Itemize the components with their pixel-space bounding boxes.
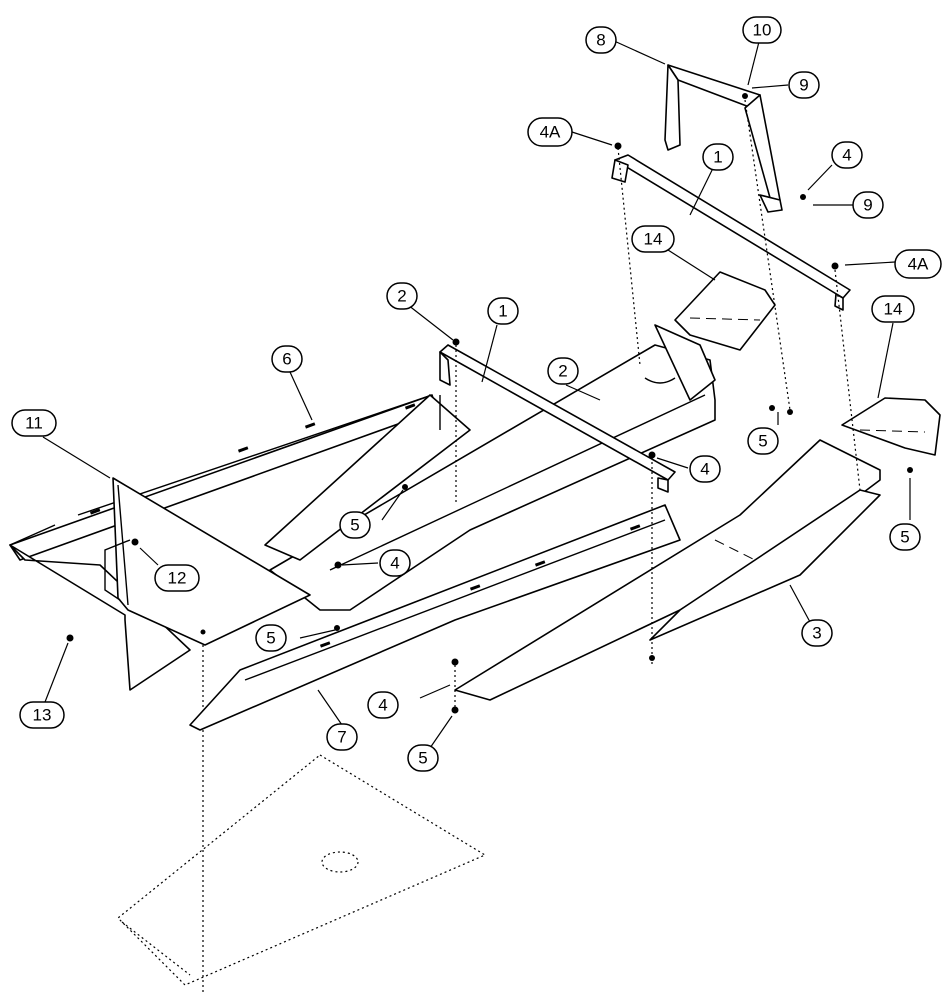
callout-1-rear: 1 <box>702 143 734 171</box>
callout-3: 3 <box>801 619 833 647</box>
part-1-rear-angle <box>611 154 851 311</box>
callout-label: 9 <box>863 196 872 215</box>
callout-4A-left: 4A <box>527 117 573 147</box>
callout-4-front-left: 2 <box>386 282 418 310</box>
callout-label: 1 <box>498 302 507 321</box>
callout-14-upper: 14 <box>631 225 675 253</box>
callout-label: 12 <box>168 569 187 588</box>
callout-13: 13 <box>19 701 65 729</box>
callout-4-bottom: 4 <box>367 691 399 719</box>
callout-5-right: 5 <box>889 523 921 551</box>
callout-4-mid: 4 <box>689 455 721 483</box>
callout-label: 5 <box>350 516 359 535</box>
callout-label: 5 <box>900 528 909 547</box>
callout-4-center: 4 <box>379 549 411 577</box>
callout-label: 11 <box>25 414 43 433</box>
callout-4-rear: 4 <box>831 141 863 169</box>
callout-9-right: 9 <box>852 191 884 219</box>
callout-label: 3 <box>812 624 821 643</box>
callout-label: 14 <box>644 230 663 249</box>
callout-label: 10 <box>753 21 772 40</box>
callout-5-mid-left: 5 <box>339 511 371 539</box>
assembly-lines <box>454 99 861 710</box>
part-1-front-angle <box>439 344 676 493</box>
callout-label: 14 <box>884 300 903 319</box>
callout-label: 6 <box>282 350 291 369</box>
part-2-center-floor <box>269 324 716 611</box>
left-wing-plate <box>9 544 191 691</box>
callout-2: 2 <box>547 357 579 385</box>
part-11-end-panel <box>104 477 311 646</box>
callout-5-bottom: 5 <box>407 744 439 772</box>
callout-11: 11 <box>11 409 57 437</box>
callout-1-front: 1 <box>487 297 519 325</box>
callout-label: 4 <box>390 554 399 573</box>
callout-label: 5 <box>758 432 767 451</box>
floor-plate-outline <box>117 630 487 995</box>
callout-label: 5 <box>266 629 275 648</box>
leader-lines <box>42 29 911 749</box>
inner-side-panel <box>264 394 471 561</box>
part-14-lower-cover <box>841 397 941 456</box>
callout-14-lower: 14 <box>871 295 915 323</box>
callout-5-upper: 5 <box>747 427 779 455</box>
callout-label: 9 <box>799 76 808 95</box>
callout-label: 7 <box>337 728 346 747</box>
callout-label: 2 <box>397 287 406 306</box>
callout-label: 1 <box>713 148 722 167</box>
callout-label: 5 <box>418 749 427 768</box>
callout-label: 4A <box>908 255 929 274</box>
callout-4A-right: 4A <box>894 249 942 279</box>
callout-7: 7 <box>326 723 358 751</box>
callout-label: 2 <box>558 362 567 381</box>
callout-6: 6 <box>271 345 303 373</box>
callout-label: 4 <box>378 696 387 715</box>
callout-8: 8 <box>585 26 617 54</box>
part-3-right-floor <box>454 439 881 701</box>
callout-12: 12 <box>154 564 200 592</box>
callout-label: 4 <box>842 146 851 165</box>
part-7-front-rail <box>189 504 681 731</box>
hardware <box>66 93 913 714</box>
callout-9-top: 9 <box>788 71 820 99</box>
part-8-u-bracket <box>664 64 783 213</box>
callout-label: 4 <box>700 460 709 479</box>
callout-10: 10 <box>742 16 782 44</box>
callout-label: 13 <box>33 706 52 725</box>
part-14-upper-cover <box>674 271 776 351</box>
callout-label: 4A <box>540 123 561 142</box>
callout-5-lower-left: 5 <box>255 624 287 652</box>
callout-label: 8 <box>596 31 605 50</box>
